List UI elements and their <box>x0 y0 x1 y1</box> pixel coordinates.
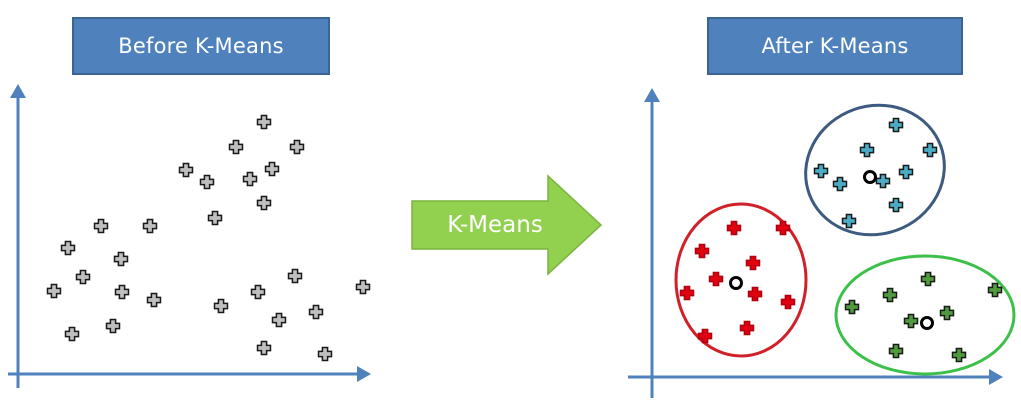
plus-marker-icon <box>142 218 158 234</box>
plus-marker-icon <box>775 220 791 236</box>
plus-marker-icon <box>178 162 194 178</box>
plus-marker-icon <box>271 312 287 328</box>
plus-marker-icon <box>113 251 129 267</box>
points-before <box>46 114 371 362</box>
plus-marker-icon <box>888 197 904 213</box>
plus-marker-icon <box>146 292 162 308</box>
axes-before <box>8 84 371 388</box>
plus-marker-icon <box>114 284 130 300</box>
plus-marker-icon <box>256 114 272 130</box>
plus-marker-icon <box>64 326 80 342</box>
plus-marker-icon <box>679 285 695 301</box>
plus-marker-icon <box>903 313 919 329</box>
plus-marker-icon <box>882 287 898 303</box>
plus-marker-icon <box>939 305 955 321</box>
cluster-ellipse-red <box>674 202 808 358</box>
plus-marker-icon <box>287 268 303 284</box>
ring-marker-icon <box>920 316 934 330</box>
plus-marker-icon <box>888 343 904 359</box>
plus-marker-icon <box>888 117 904 133</box>
plus-marker-icon <box>951 347 967 363</box>
plus-marker-icon <box>841 213 857 229</box>
plus-marker-icon <box>207 210 223 226</box>
plus-marker-icon <box>317 346 333 362</box>
plus-marker-icon <box>250 284 266 300</box>
plus-marker-icon <box>739 320 755 336</box>
plus-marker-icon <box>264 161 280 177</box>
plus-marker-icon <box>355 279 371 295</box>
title-after-k-means: After K-Means <box>707 17 963 75</box>
plus-marker-icon <box>708 271 724 287</box>
plus-marker-icon <box>308 304 324 320</box>
cluster-ellipse-green <box>834 254 1016 376</box>
title-before-k-means: Before K-Means <box>72 17 330 75</box>
cluster-ellipse-blue <box>804 103 946 237</box>
plus-marker-icon <box>228 139 244 155</box>
plus-marker-icon <box>256 340 272 356</box>
plus-marker-icon <box>242 171 258 187</box>
plus-marker-icon <box>920 271 936 287</box>
plus-marker-icon <box>844 299 860 315</box>
arrow-label: K-Means <box>447 212 543 238</box>
plus-marker-icon <box>46 283 62 299</box>
plus-marker-icon <box>898 164 914 180</box>
centroids <box>729 170 934 330</box>
plus-marker-icon <box>747 286 763 302</box>
ring-marker-icon <box>729 276 743 290</box>
plus-marker-icon <box>60 240 76 256</box>
plus-marker-icon <box>780 294 796 310</box>
k-means-arrow <box>411 174 603 276</box>
axes-after <box>628 88 1003 398</box>
plus-marker-icon <box>813 163 829 179</box>
plus-marker-icon <box>289 139 305 155</box>
plus-marker-icon <box>75 269 91 285</box>
plus-marker-icon <box>922 142 938 158</box>
plus-marker-icon <box>832 176 848 192</box>
ring-marker-icon <box>863 170 877 184</box>
plus-marker-icon <box>199 174 215 190</box>
plus-marker-icon <box>875 173 891 189</box>
plus-marker-icon <box>859 142 875 158</box>
plus-marker-icon <box>93 218 109 234</box>
plus-marker-icon <box>745 255 761 271</box>
plus-marker-icon <box>726 220 742 236</box>
plus-marker-icon <box>256 195 272 211</box>
plus-marker-icon <box>213 298 229 314</box>
plus-marker-icon <box>694 243 710 259</box>
plus-marker-icon <box>105 318 121 334</box>
points-after <box>679 117 1003 363</box>
plus-marker-icon <box>987 282 1003 298</box>
